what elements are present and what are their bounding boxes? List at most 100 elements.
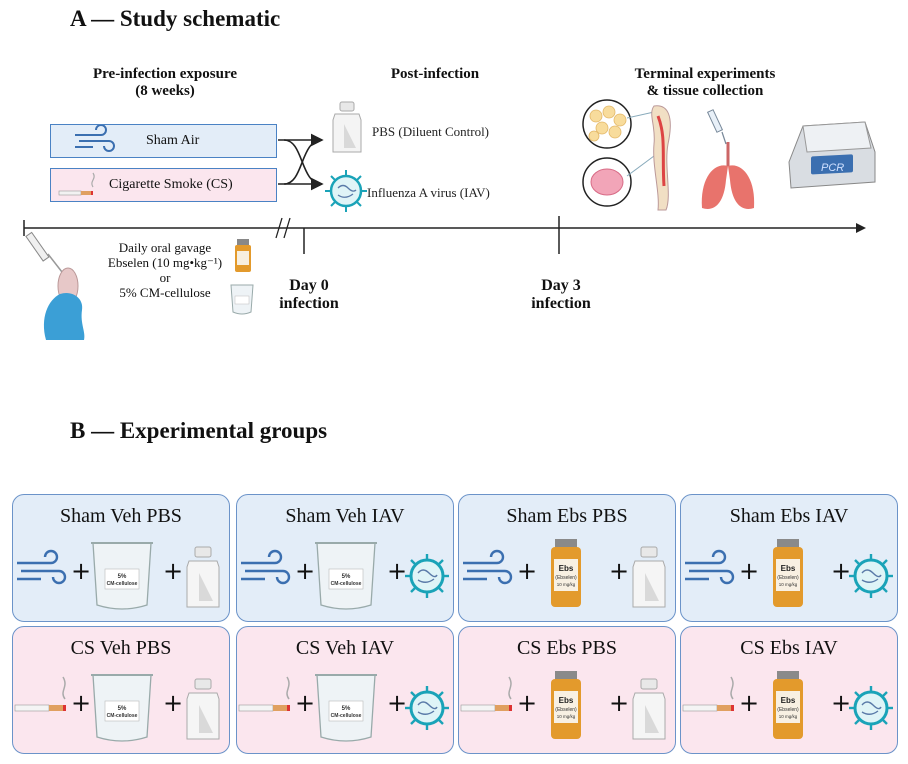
day0-label: Day 0 infection <box>264 277 354 313</box>
post-infection-header: Post-infection <box>390 66 480 82</box>
svg-text:CM-cellulose: CM-cellulose <box>331 581 362 587</box>
day3-subtitle: infection <box>531 295 591 312</box>
exposure-arrows <box>278 133 324 191</box>
pbs-bottle-icon <box>632 546 666 608</box>
gavage-line4: 5% CM-cellulose <box>119 285 211 300</box>
plus-sign: + <box>517 689 537 717</box>
group-card: Sham Veh IAV+5%CM-cellulose+ <box>236 494 454 622</box>
sham-air-label: Sham Air <box>146 133 200 148</box>
group-title: Sham Ebs IAV <box>729 505 849 527</box>
group-title: Sham Ebs PBS <box>506 505 628 527</box>
oral-gavage-icon <box>25 231 85 340</box>
svg-text:5%: 5% <box>118 574 127 580</box>
influenza-virus-icon <box>325 170 367 212</box>
pre-infection-header: Pre-infection exposure (8 weeks) <box>60 66 270 100</box>
svg-text:CM-cellulose: CM-cellulose <box>107 581 138 587</box>
beaker-icon: 5%CM-cellulose <box>315 542 377 610</box>
ebselen-vial-icon: Ebs (Ebselen)10 mg/kg <box>773 539 803 607</box>
svg-text:5%: 5% <box>342 574 351 580</box>
beaker-small-icon <box>230 284 254 315</box>
terminal-subtitle: & tissue collection <box>646 83 764 99</box>
group-icons: + Ebs (Ebselen)10 mg/kg + <box>460 671 666 740</box>
timeline <box>23 216 866 254</box>
pbs-bottle-icon <box>332 101 362 153</box>
gavage-line3: or <box>159 270 171 285</box>
svg-text:Ebs: Ebs <box>559 696 574 705</box>
plus-sign: + <box>831 557 851 585</box>
ebselen-vial-small-icon <box>235 239 251 272</box>
group-icons: +Ebs(Ebselen)10 mg/kg+ <box>682 671 893 739</box>
plus-sign: + <box>295 689 315 717</box>
sham-air-box: Sham Air <box>50 124 277 158</box>
svg-text:(Ebselen): (Ebselen) <box>555 575 577 581</box>
group-card: Sham Ebs PBS+Ebs(Ebselen)10 mg/kg+ <box>458 494 676 622</box>
section-a-title: A — Study schematic <box>70 6 281 31</box>
day3-label: Day 3 infection <box>516 277 606 313</box>
svg-text:10 mg/kg: 10 mg/kg <box>557 582 576 587</box>
lungs-icon <box>701 165 728 209</box>
svg-text:10 mg/kg: 10 mg/kg <box>557 714 576 719</box>
influenza-virus-icon <box>849 686 893 730</box>
plus-sign: + <box>609 557 629 585</box>
terminal-header: Terminal experiments & tissue collection <box>590 66 820 100</box>
svg-text:10 mg/kg: 10 mg/kg <box>779 714 798 719</box>
plus-sign: + <box>609 689 629 717</box>
svg-text:10 mg/kg: 10 mg/kg <box>779 582 798 587</box>
gavage-line1: Daily oral gavage <box>118 240 212 255</box>
beaker-icon: 5%CM-cellulose <box>91 542 153 610</box>
cigarette-icon <box>682 676 734 712</box>
cigarette-smoke-box: Cigarette Smoke (CS) <box>50 168 277 202</box>
cigarette-icon <box>14 676 66 712</box>
group-title: CS Veh IAV <box>295 637 395 659</box>
ebselen-vial-icon: Ebs (Ebselen)10 mg/kg <box>551 539 581 607</box>
group-icons: +Ebs(Ebselen)10 mg/kg+ <box>463 539 666 608</box>
wind-icon <box>241 549 291 585</box>
group-icons: +5%CM-cellulose+ <box>241 542 449 610</box>
group-card: CS Ebs PBS+Ebs(Ebselen)10 mg/kg+ <box>458 626 676 754</box>
svg-text:(Ebselen): (Ebselen) <box>555 707 577 713</box>
svg-text:(Ebselen): (Ebselen) <box>777 575 799 581</box>
cigarette-icon <box>238 676 290 712</box>
ebselen-vial-icon: Ebs(Ebselen)10 mg/kg <box>773 671 803 739</box>
svg-text:Ebs: Ebs <box>559 564 574 573</box>
group-title: CS Ebs IAV <box>740 637 838 659</box>
wind-icon <box>463 549 513 585</box>
wind-icon <box>75 125 115 152</box>
beaker-icon: 5%CM-cellulose <box>91 674 153 742</box>
terminal-title: Terminal experiments <box>634 66 776 82</box>
gloved-hand-icon <box>43 292 85 340</box>
group-icons: +5%CM-cellulose+ <box>238 674 449 742</box>
svg-text:Ebs: Ebs <box>781 696 796 705</box>
syringe-icon <box>706 109 724 133</box>
pbs-bottle-icon <box>632 678 666 740</box>
plus-sign: + <box>295 557 315 585</box>
group-card: Sham Veh PBS+5%CM-cellulose+ <box>12 494 230 622</box>
ebselen-vial-icon: Ebs (Ebselen)10 mg/kg <box>551 671 581 739</box>
svg-text:CM-cellulose: CM-cellulose <box>331 713 362 719</box>
group-title: CS Veh PBS <box>70 637 172 659</box>
plus-sign: + <box>71 689 91 717</box>
iav-label: Influenza A virus (IAV) <box>367 185 490 200</box>
group-icons: +5%CM-cellulose+ <box>14 674 220 742</box>
plus-sign: + <box>387 689 407 717</box>
plus-sign: + <box>163 689 183 717</box>
beaker-icon: 5%CM-cellulose <box>315 674 377 742</box>
group-card: CS Veh IAV+5%CM-cellulose+ <box>236 626 454 754</box>
pcr-label: PCR <box>821 162 844 174</box>
group-icons: +5%CM-cellulose+ <box>17 542 220 610</box>
plus-sign: + <box>71 557 91 585</box>
pbs-label: PBS (Diluent Control) <box>372 124 490 139</box>
wind-icon <box>17 549 67 585</box>
influenza-virus-icon <box>405 554 449 598</box>
svg-text:Ebs: Ebs <box>781 564 796 573</box>
influenza-virus-icon <box>849 554 893 598</box>
day0-subtitle: infection <box>279 295 339 312</box>
wind-icon <box>685 549 735 585</box>
group-card: CS Veh PBS+5%CM-cellulose+ <box>12 626 230 754</box>
svg-text:5%: 5% <box>342 706 351 712</box>
plus-sign: + <box>739 557 759 585</box>
leg-icon <box>651 105 671 211</box>
group-card: Sham Ebs IAV + Ebs (Ebselen)10 mg/kg + <box>680 494 898 622</box>
cigarette-icon <box>58 172 95 196</box>
day3-title: Day 3 <box>541 277 581 294</box>
